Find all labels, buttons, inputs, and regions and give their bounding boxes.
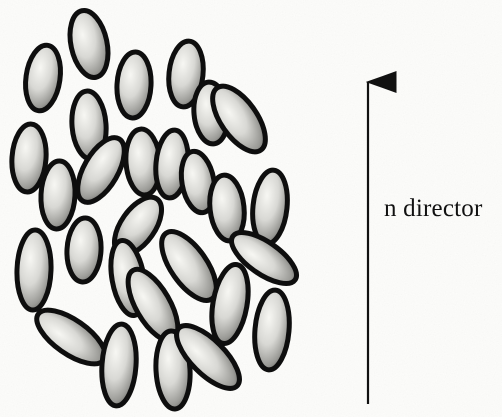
molecule [115,51,152,119]
director-label: n director [384,195,482,223]
molecule [65,217,102,283]
molecule [16,229,53,310]
molecule [39,160,77,230]
